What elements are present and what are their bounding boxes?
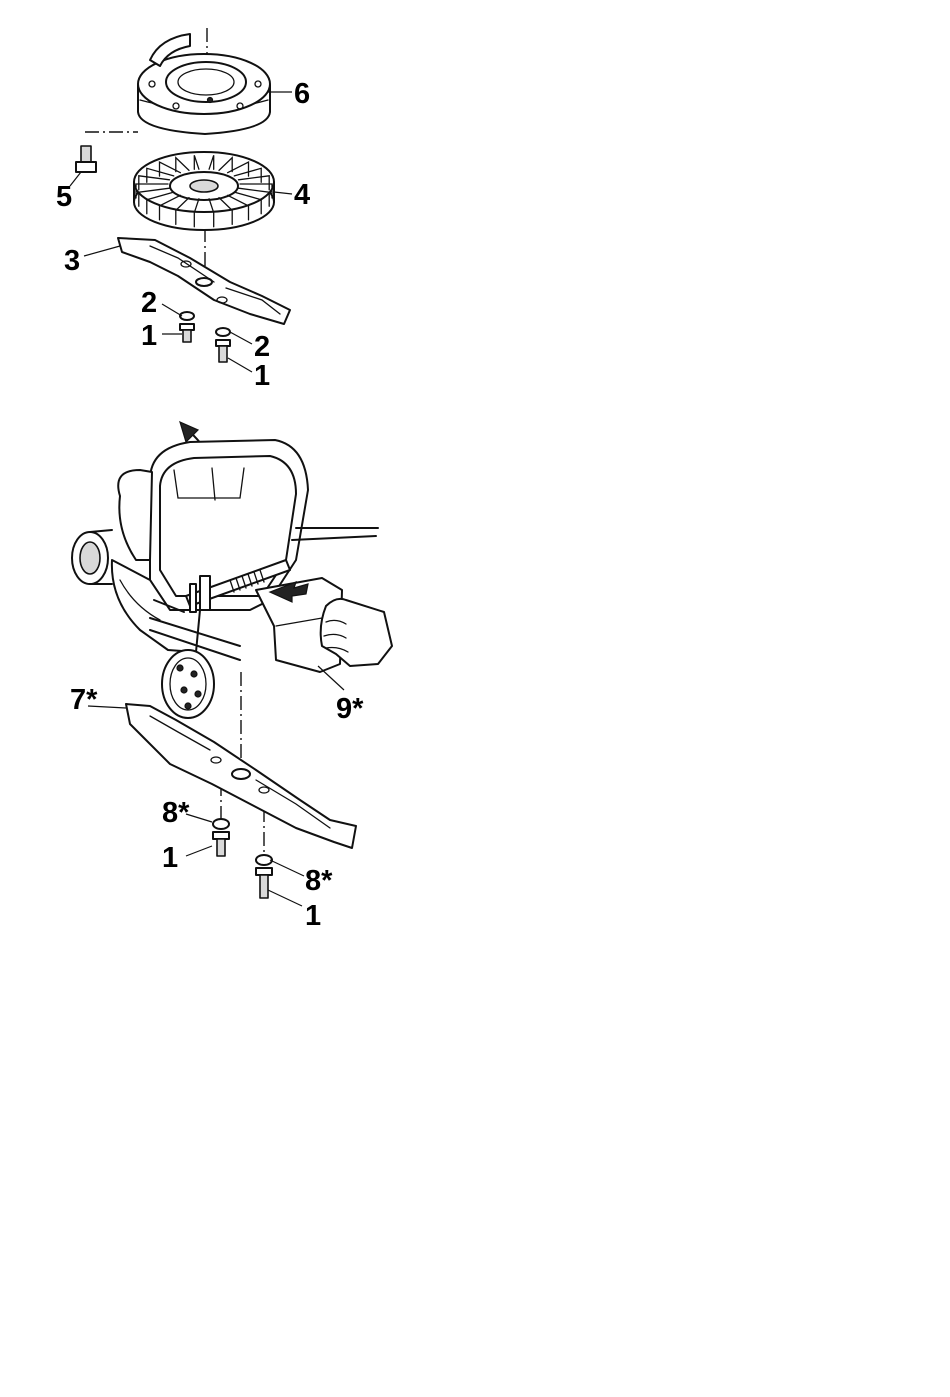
leader-9 — [318, 666, 344, 690]
washer-part-8-right — [256, 855, 272, 865]
leader-3 — [84, 246, 120, 256]
callout-9: 9* — [336, 693, 364, 725]
bolt-part-1-right-bottom — [256, 868, 272, 898]
leader-1d — [268, 890, 302, 906]
callout-6: 6 — [294, 78, 310, 110]
callout-4: 4 — [294, 179, 310, 211]
fan-impeller-part-4 — [134, 152, 274, 230]
leader-1c — [186, 846, 212, 856]
callout-8-left: 8* — [162, 797, 190, 829]
washer-part-2-right — [216, 328, 230, 336]
leader-2b — [230, 332, 252, 344]
leader-1b — [228, 358, 252, 372]
callout-3: 3 — [64, 245, 80, 277]
callout-2-left: 2 — [141, 287, 157, 319]
leader-2a — [162, 304, 182, 316]
wheel-front — [72, 530, 112, 584]
leader-8b — [270, 860, 304, 876]
callout-1-right: 1 — [254, 360, 270, 392]
callout-2-right: 2 — [254, 331, 270, 363]
washer-part-8-left — [213, 819, 229, 829]
callout-1-left-bottom: 1 — [162, 842, 178, 874]
callout-1-left: 1 — [141, 320, 157, 352]
bolt-part-1-left — [180, 324, 194, 342]
screw-part-5 — [76, 146, 96, 172]
bolt-part-1-right — [216, 340, 230, 362]
callout-8-right: 8* — [305, 865, 333, 897]
bottom-mower-view: 7* 9* 8* 1 8* 1 — [70, 422, 392, 932]
blade-adapter-part-6 — [138, 34, 270, 134]
leader-8a — [186, 814, 212, 822]
bolt-part-1-left-bottom — [213, 832, 229, 856]
leader-4 — [274, 192, 292, 194]
callout-5: 5 — [56, 181, 72, 213]
wheel-rear — [162, 650, 214, 718]
callout-1-right-bottom: 1 — [305, 900, 321, 932]
washer-part-2-left — [180, 312, 194, 320]
top-exploded-view: 6 5 4 3 2 1 2 1 — [56, 28, 310, 392]
callout-7: 7* — [70, 684, 98, 716]
